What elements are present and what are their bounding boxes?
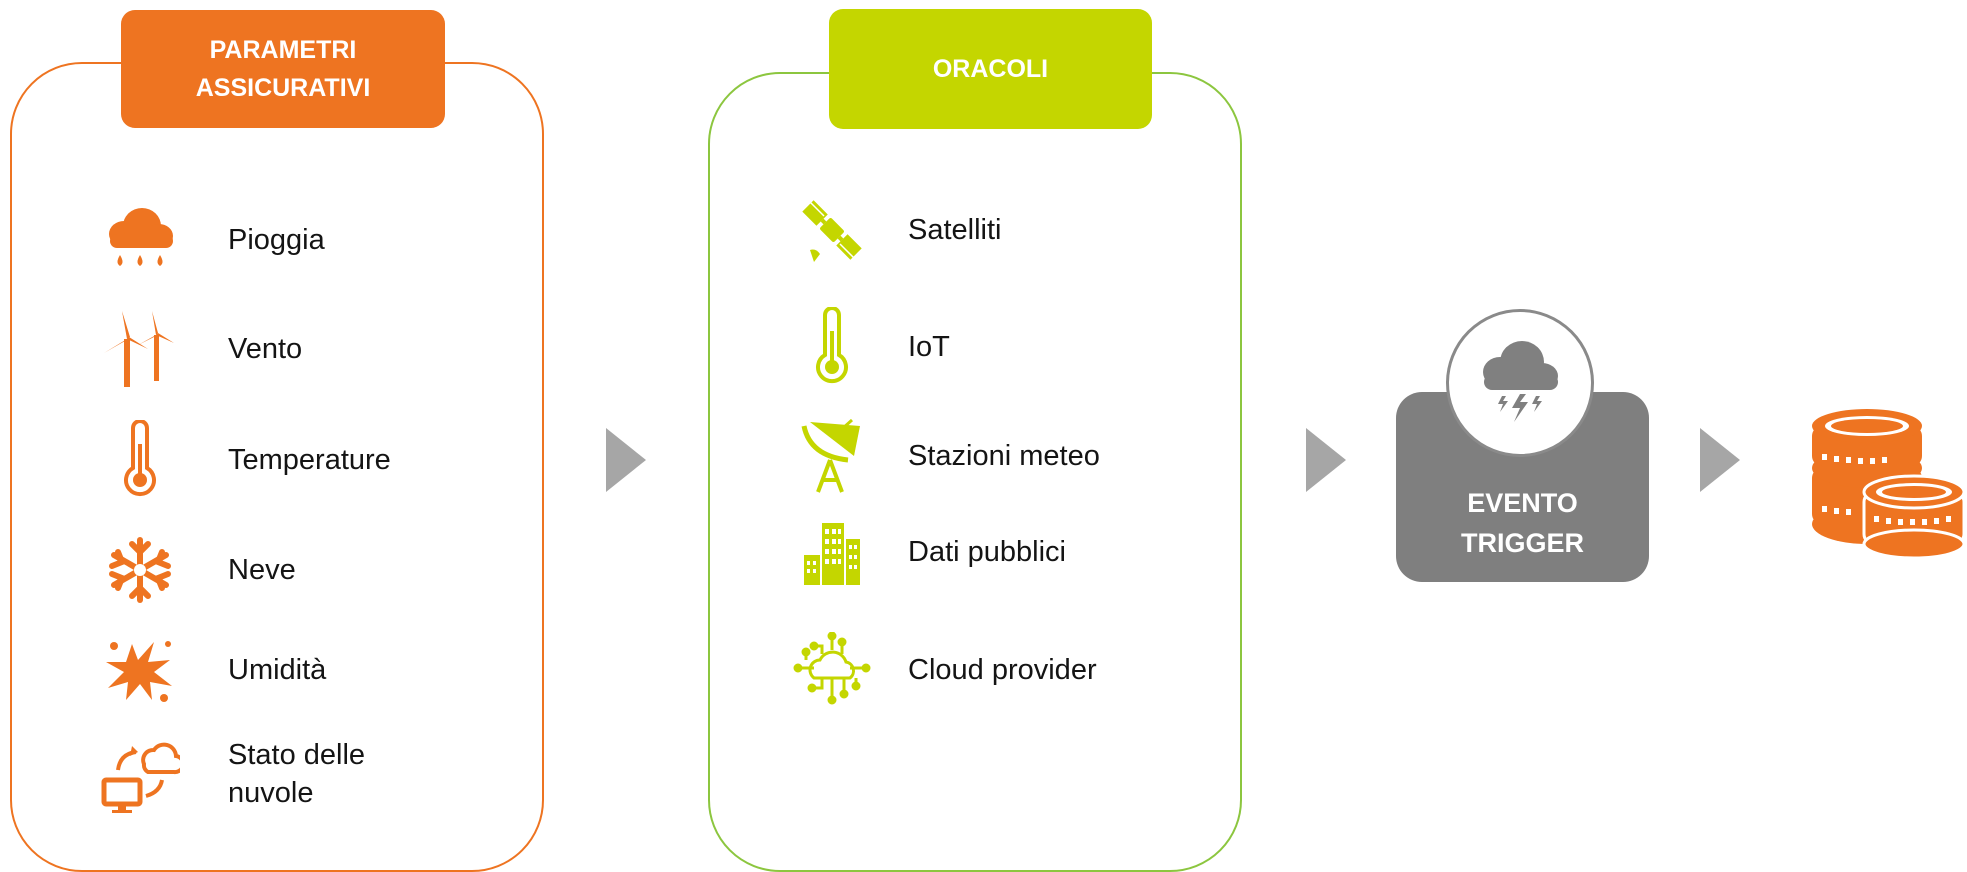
parameters-header: PARAMETRI ASSICURATIVI [121, 10, 445, 128]
thermometer-icon [100, 420, 180, 500]
oracle-label-cloud-provider: Cloud provider [908, 654, 1097, 686]
parameters-title-line1: PARAMETRI [209, 36, 357, 64]
cloud-network-icon [792, 630, 872, 710]
storm-cloud-icon [1470, 336, 1570, 431]
cloud-monitor-icon [100, 734, 180, 814]
param-item-wind: Vento [100, 309, 302, 389]
param-label-cloud-state-line1: Stato delle [228, 739, 366, 771]
parameters-title-line2: ASSICURATIVI [195, 74, 371, 102]
splash-icon [100, 630, 180, 710]
flow-arrow-3 [1700, 428, 1740, 492]
param-label-cloud-state-line2: nuvole [228, 777, 314, 809]
flow-arrow-1 [606, 428, 646, 492]
rain-cloud-icon [100, 200, 180, 280]
thermometer-icon [792, 307, 872, 387]
param-item-humidity: Umidità [100, 630, 326, 710]
param-label-rain: Pioggia [228, 224, 325, 256]
oracle-label-satellites: Satelliti [908, 214, 1002, 246]
oracles-title: ORACOLI [932, 55, 1049, 83]
coins-icon [1808, 408, 1967, 560]
satellite-dish-icon [792, 416, 872, 496]
snowflake-icon [100, 530, 180, 610]
parameters-panel [10, 62, 544, 872]
param-item-cloud-state: Stato delle nuvole [100, 734, 365, 814]
wind-turbine-icon [100, 309, 180, 389]
oracle-label-weather-stations: Stazioni meteo [908, 440, 1100, 472]
oracle-label-public-data: Dati pubblici [908, 536, 1066, 568]
buildings-icon [792, 512, 872, 592]
satellite-icon [792, 190, 872, 270]
param-item-snow: Neve [100, 530, 296, 610]
param-label-snow: Neve [228, 554, 296, 586]
trigger-label: EVENTO TRIGGER [1396, 483, 1649, 563]
oracle-item-iot: IoT [792, 307, 950, 387]
oracle-item-weather-stations: Stazioni meteo [792, 416, 1100, 496]
param-item-rain: Pioggia [100, 200, 325, 280]
flow-arrow-2 [1306, 428, 1346, 492]
oracle-item-public-data: Dati pubblici [792, 512, 1066, 592]
trigger-label-line2: TRIGGER [1460, 528, 1584, 558]
oracles-header: ORACOLI [829, 9, 1152, 129]
oracle-item-satellites: Satelliti [792, 190, 1002, 270]
trigger-icon-circle [1446, 309, 1594, 457]
oracle-label-iot: IoT [908, 331, 950, 363]
oracle-item-cloud-provider: Cloud provider [792, 630, 1097, 710]
param-item-temperature: Temperature [100, 420, 391, 500]
trigger-label-line1: EVENTO [1467, 488, 1578, 518]
param-label-wind: Vento [228, 333, 303, 365]
param-label-temperature: Temperature [228, 444, 391, 476]
param-label-humidity: Umidità [228, 654, 327, 686]
oracles-panel [708, 72, 1242, 872]
